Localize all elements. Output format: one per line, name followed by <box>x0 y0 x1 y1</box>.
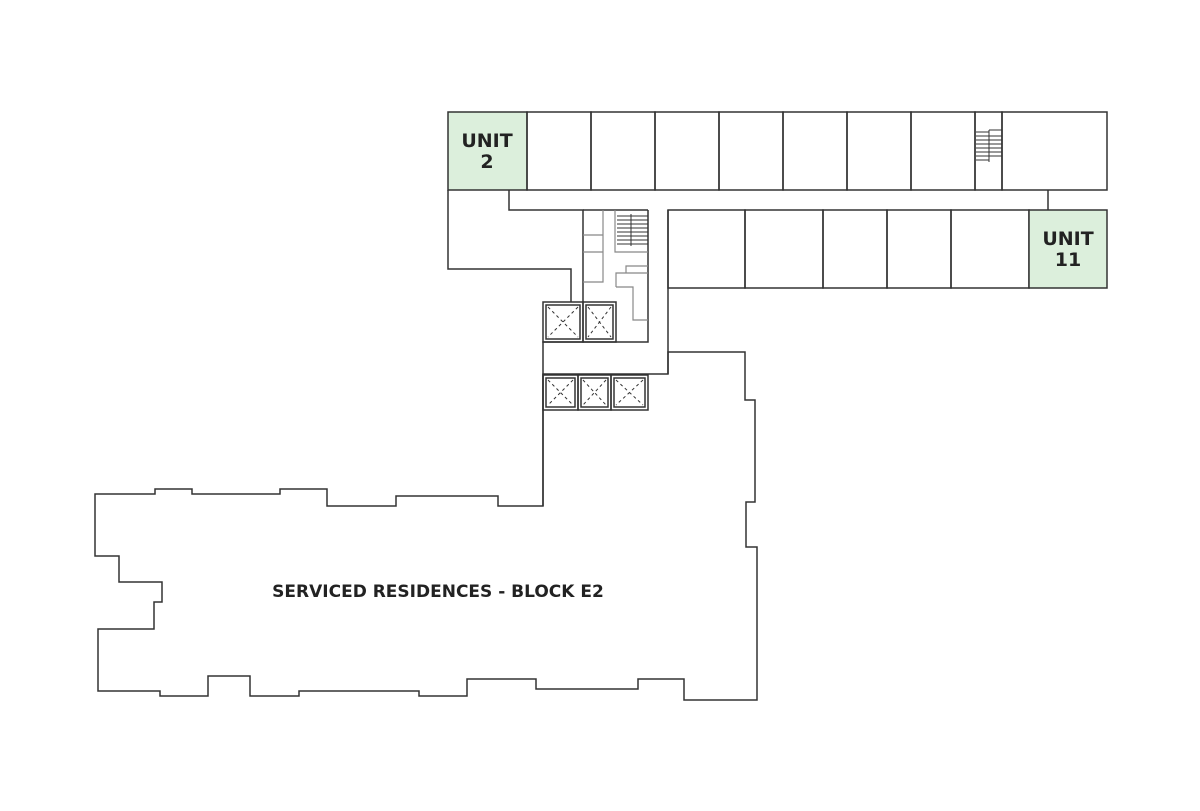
lower-unit-row <box>667 209 1108 289</box>
unit[interactable] <box>718 111 784 191</box>
unit-2-label-line2: 2 <box>480 151 493 173</box>
lift-icon <box>610 374 649 411</box>
unit-11-label-line1: UNIT <box>1042 228 1093 250</box>
unit[interactable] <box>654 111 720 191</box>
lift-icon <box>577 374 612 411</box>
unit[interactable] <box>910 111 976 191</box>
lift-icon <box>542 301 584 343</box>
corridor-wall <box>508 190 584 302</box>
unit-2[interactable] <box>447 111 528 191</box>
block-label: SERVICED RESIDENCES - BLOCK E2 <box>272 582 604 602</box>
unit-11-label-line2: 11 <box>1055 249 1081 271</box>
unit[interactable] <box>526 111 592 191</box>
lift-icon <box>582 301 617 343</box>
unit-11[interactable] <box>1028 209 1108 289</box>
core-stair-icon <box>617 214 648 246</box>
core-services <box>583 210 648 321</box>
unit[interactable] <box>782 111 848 191</box>
left-wing <box>447 190 572 302</box>
unit[interactable] <box>744 209 824 289</box>
lift-icon <box>542 374 579 411</box>
stair-icon <box>976 129 1002 162</box>
lifts <box>542 301 649 411</box>
unit[interactable] <box>886 209 952 289</box>
unit[interactable] <box>590 111 656 191</box>
core-wall <box>542 210 649 506</box>
top-unit-row <box>447 111 1108 191</box>
unit[interactable] <box>950 209 1030 289</box>
unit[interactable] <box>846 111 912 191</box>
unit-2-label-line1: UNIT <box>461 130 512 152</box>
unit[interactable] <box>1001 111 1108 191</box>
unit[interactable] <box>667 209 746 289</box>
serviced-residences-block-e2[interactable] <box>94 351 758 701</box>
unit[interactable] <box>822 209 888 289</box>
